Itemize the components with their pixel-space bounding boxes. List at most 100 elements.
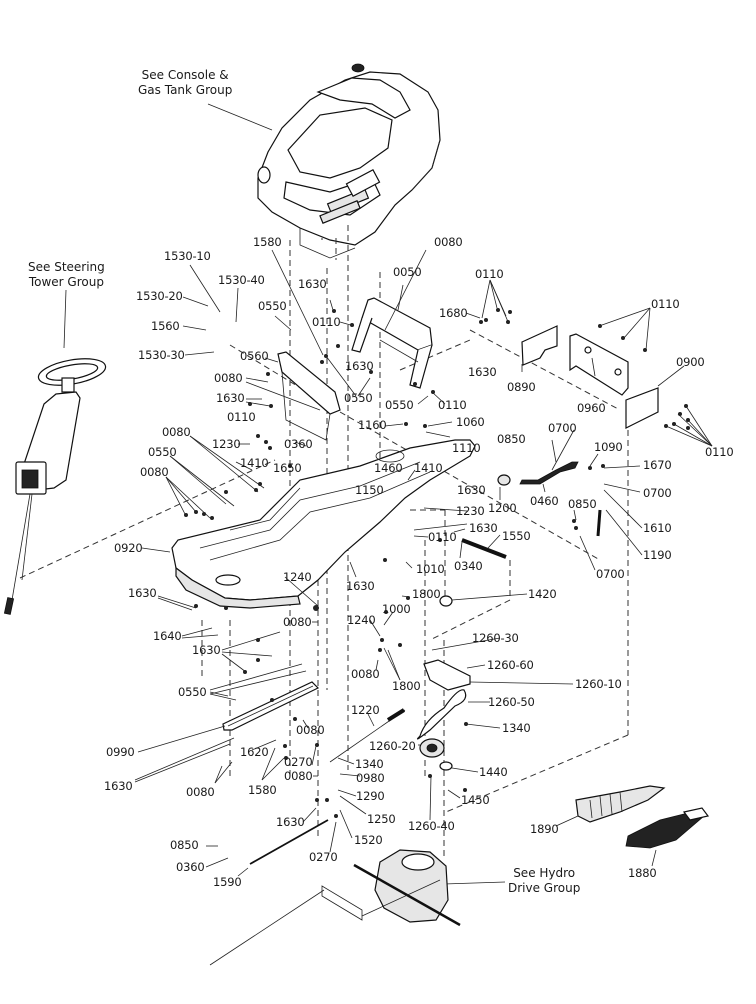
part-label: 1340 — [355, 757, 384, 771]
part-label: 1240 — [283, 570, 312, 584]
leader-lines — [134, 249, 713, 877]
part-label: 0050 — [393, 265, 422, 279]
part-label: 0270 — [309, 850, 338, 864]
foot-mat-1890-part — [575, 785, 666, 823]
part-label: 0340 — [454, 559, 483, 573]
part-label: 0550 — [258, 299, 287, 313]
part-label: 0080 — [284, 769, 313, 783]
part-label: 0080 — [296, 723, 325, 737]
part-label: 1580 — [253, 235, 282, 249]
part-label: 1200 — [488, 501, 517, 515]
part-label: 1610 — [643, 521, 672, 535]
part-label: 0080 — [434, 235, 463, 249]
part-label: 0460 — [530, 494, 559, 508]
part-label: 1190 — [643, 548, 672, 562]
part-label: 1630 — [457, 483, 486, 497]
reference-text-line: Tower Group — [28, 275, 104, 289]
part-label: 1680 — [439, 306, 468, 320]
part-label: 1530-20 — [136, 289, 183, 303]
part-label: 0110 — [705, 445, 734, 459]
part-label: 1650 — [273, 461, 302, 475]
part-label: 1410 — [240, 456, 269, 470]
part-label: 1800 — [412, 587, 441, 601]
part-label: 1580 — [248, 783, 277, 797]
part-label: 0360 — [176, 860, 205, 874]
idler-bracket-1260-10-part — [423, 659, 471, 691]
part-label: 1290 — [356, 789, 385, 803]
part-label: 0080 — [186, 785, 215, 799]
part-label: 1630 — [104, 779, 133, 793]
part-label: 1010 — [416, 562, 445, 576]
hardware-dots — [184, 308, 690, 818]
part-label: 0110 — [312, 315, 341, 329]
part-label: 1590 — [213, 875, 242, 889]
reference-console-gas-tank: See Console & Gas Tank Group — [138, 68, 232, 98]
part-label: 1630 — [469, 521, 498, 535]
part-label: 0080 — [162, 425, 191, 439]
part-label: 0700 — [643, 486, 672, 500]
bushing-1420-part — [439, 595, 453, 607]
part-label: 1800 — [392, 679, 421, 693]
part-label: 1060 — [456, 415, 485, 429]
washer-1440-part — [439, 761, 453, 771]
part-label: 1630 — [276, 815, 305, 829]
part-label: 1110 — [452, 441, 481, 455]
part-label: 1550 — [502, 529, 531, 543]
reference-text-line: See Console & — [141, 68, 229, 82]
reference-text-line: Gas Tank Group — [138, 83, 233, 97]
rail-0990-part — [222, 681, 320, 731]
part-label: 1160 — [358, 418, 387, 432]
reference-text-line: Drive Group — [508, 881, 581, 895]
rod-1190-part — [596, 509, 602, 537]
part-label: 1230 — [456, 504, 485, 518]
part-label: 0550 — [148, 445, 177, 459]
console-gas-tank-part — [257, 63, 441, 259]
part-label: 0110 — [438, 398, 467, 412]
part-label: 0110 — [475, 267, 504, 281]
bracket-0960-part — [569, 333, 629, 396]
part-label: 0110 — [651, 297, 680, 311]
spring-1220-part — [329, 708, 406, 763]
pulley-1260-20-part — [419, 738, 445, 758]
part-label: 0550 — [344, 391, 373, 405]
part-label: 0080 — [283, 615, 312, 629]
spring-1550-part — [461, 538, 507, 559]
part-label: 1260-20 — [369, 739, 416, 753]
part-label: 0700 — [596, 567, 625, 581]
part-label: 0920 — [114, 541, 143, 555]
part-label: 1340 — [502, 721, 531, 735]
part-label: 0850 — [568, 497, 597, 511]
part-label: 1220 — [351, 703, 380, 717]
part-label: 0960 — [577, 401, 606, 415]
foot-mat-1880-part — [625, 807, 710, 849]
part-label: 0890 — [507, 380, 536, 394]
part-label: 1450 — [461, 793, 490, 807]
part-label: 1630 — [346, 579, 375, 593]
part-label: 0850 — [497, 432, 526, 446]
reference-text-line: See Steering — [28, 260, 105, 274]
part-label: 1460 — [374, 461, 403, 475]
part-label: 1640 — [153, 629, 182, 643]
part-label: 1420 — [528, 587, 557, 601]
part-label: 1260-10 — [575, 677, 622, 691]
part-label: 0110 — [428, 530, 457, 544]
part-label: 1260-50 — [488, 695, 535, 709]
part-label: 1880 — [628, 866, 657, 880]
part-label: 0270 — [284, 755, 313, 769]
bracket-0050-part — [351, 297, 433, 389]
belt-1260-50-part — [417, 689, 467, 740]
part-label: 1620 — [240, 745, 269, 759]
part-label: 1240 — [347, 613, 376, 627]
part-label: 0110 — [227, 410, 256, 424]
part-label: 1260-60 — [487, 658, 534, 672]
assembly-dash-lines — [19, 225, 629, 860]
steering-tower-part — [3, 358, 107, 615]
part-label: 1000 — [382, 602, 411, 616]
part-label: 0900 — [676, 355, 705, 369]
part-label: 0980 — [356, 771, 385, 785]
part-label: 1410 — [414, 461, 443, 475]
part-label: 1630 — [216, 391, 245, 405]
bracket-0890-part — [521, 325, 558, 366]
